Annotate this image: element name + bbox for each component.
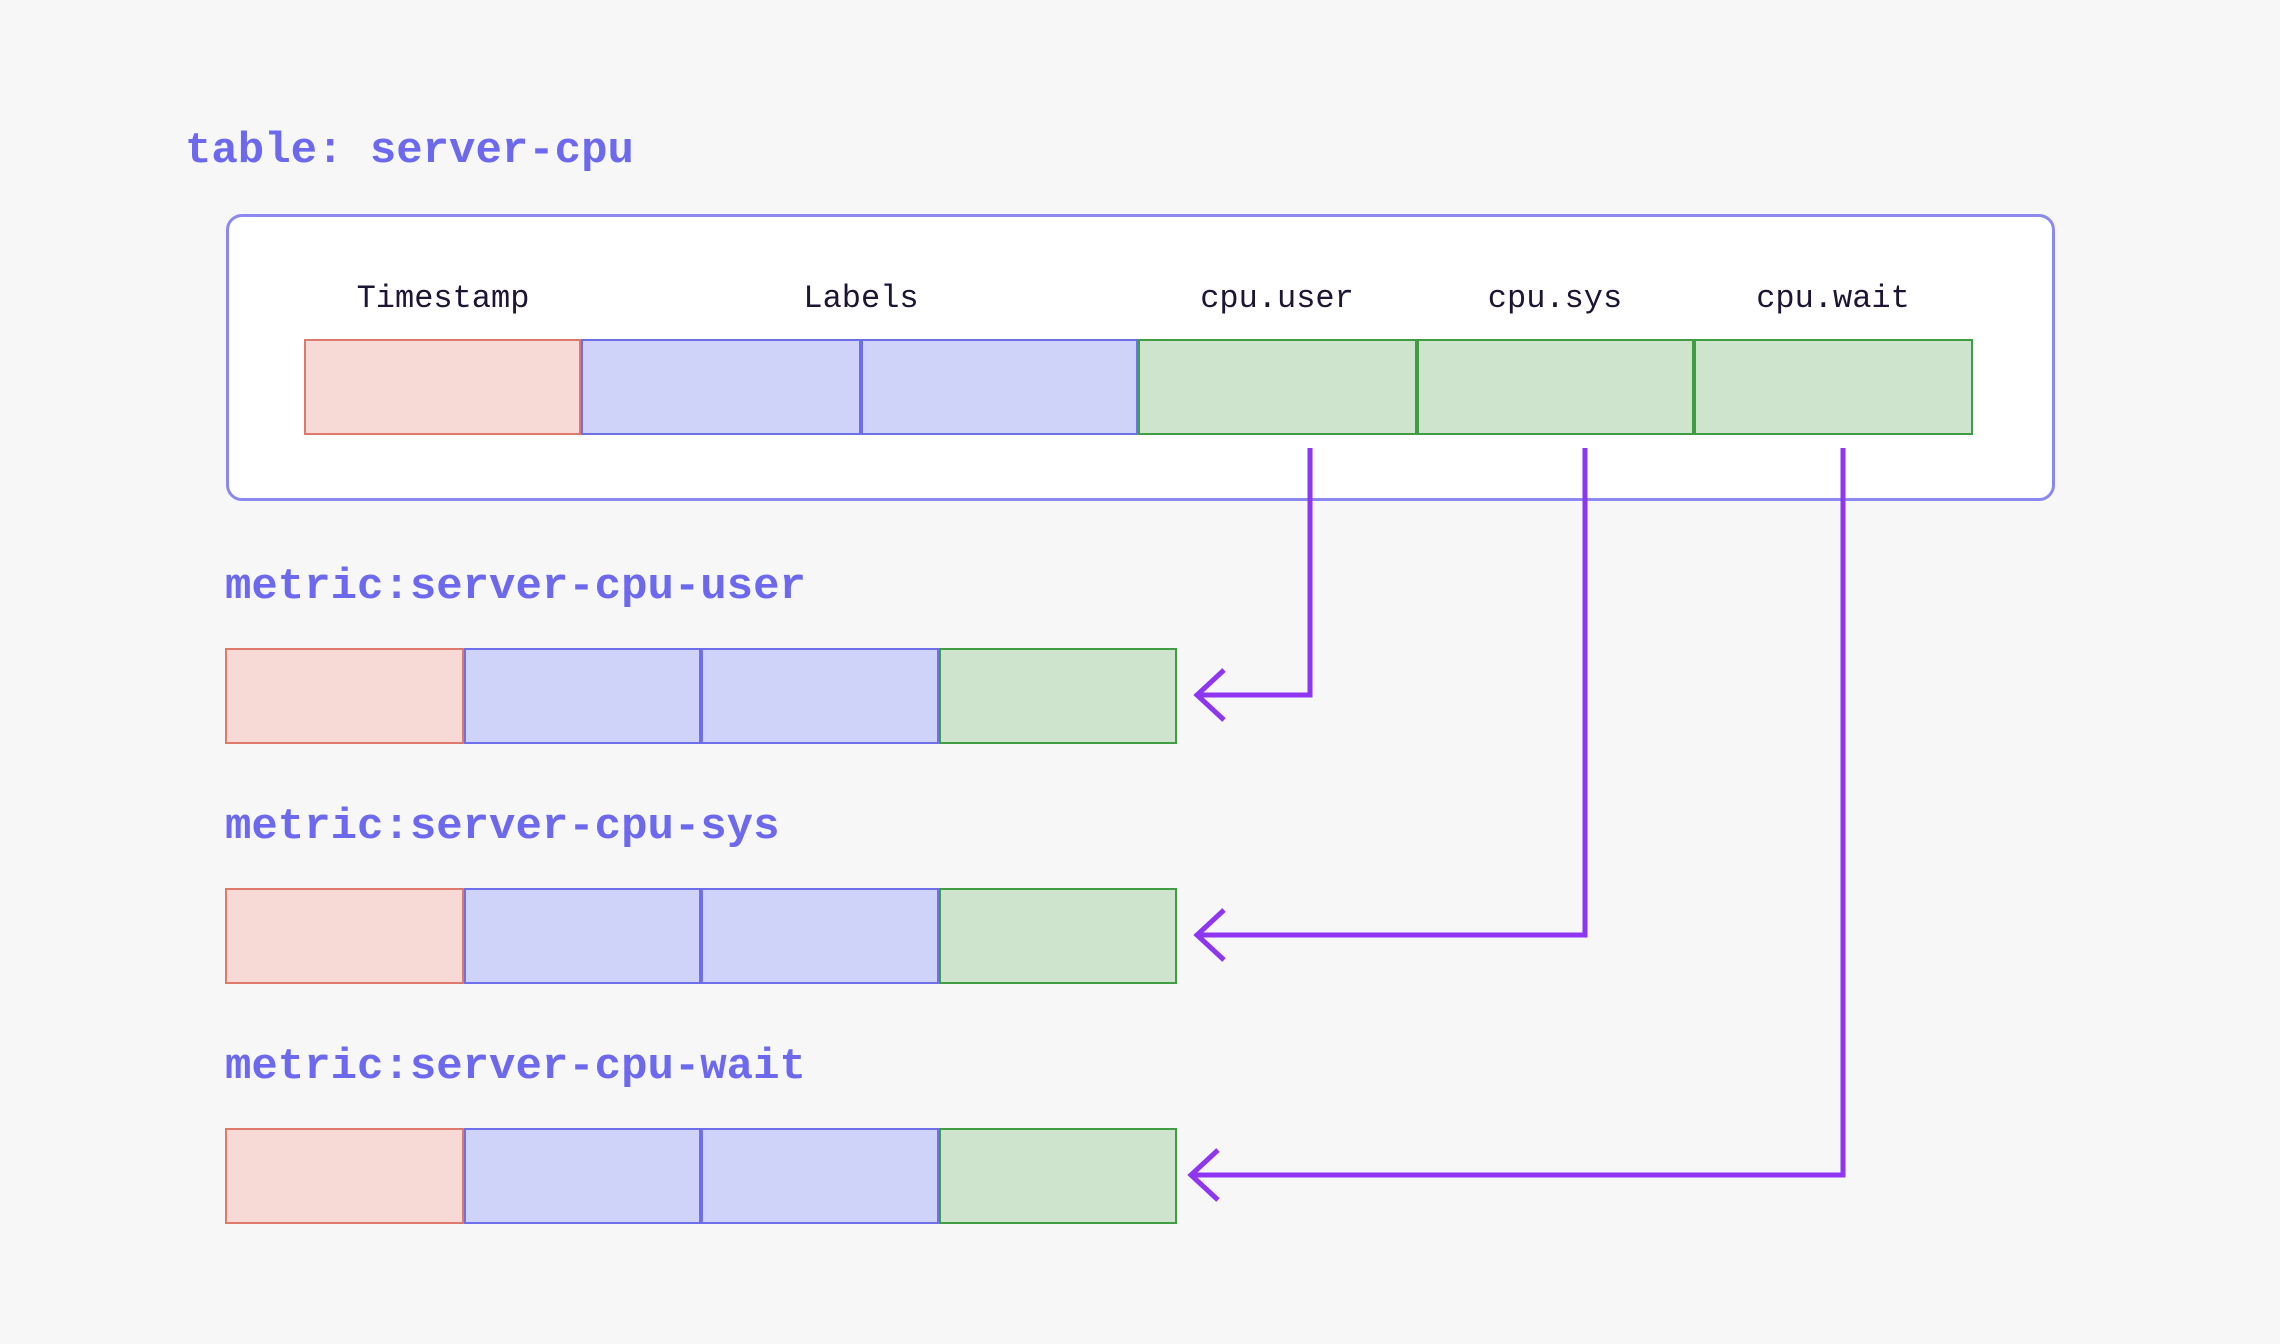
metric3-cell-value [939,1128,1177,1224]
metric1-cell-timestamp [225,648,464,744]
table-cell-label-1 [581,339,861,435]
table-title: table: server-cpu [185,126,634,176]
metric3-cell-label-2 [701,1128,939,1224]
metric2-cell-label-1 [464,888,701,984]
table-cell-timestamp [304,339,581,435]
metric1-cell-value [939,648,1177,744]
table-cell-cpu-user [1138,339,1417,435]
column-header-timestamp: Timestamp [356,280,530,317]
column-header-labels: Labels [803,280,919,317]
column-header-cpu-sys: cpu.sys [1487,280,1623,317]
metric-title-server-cpu-wait: metric:server-cpu-wait [225,1042,806,1092]
table-cell-label-2 [861,339,1138,435]
metric3-cell-timestamp [225,1128,464,1224]
metric2-cell-timestamp [225,888,464,984]
table-cell-cpu-sys [1417,339,1694,435]
column-header-cpu-wait: cpu.wait [1756,280,1910,317]
arrow-cpu-sys-to-metric [1193,448,1588,962]
metric1-cell-label-1 [464,648,701,744]
metric2-cell-value [939,888,1177,984]
metric3-cell-label-1 [464,1128,701,1224]
metric1-cell-label-2 [701,648,939,744]
column-header-cpu-user: cpu.user [1200,280,1354,317]
metric-title-server-cpu-user: metric:server-cpu-user [225,562,806,612]
table-cell-cpu-wait [1694,339,1973,435]
metric2-cell-label-2 [701,888,939,984]
metric-title-server-cpu-sys: metric:server-cpu-sys [225,802,780,852]
arrow-cpu-wait-to-metric [1187,448,1846,1202]
